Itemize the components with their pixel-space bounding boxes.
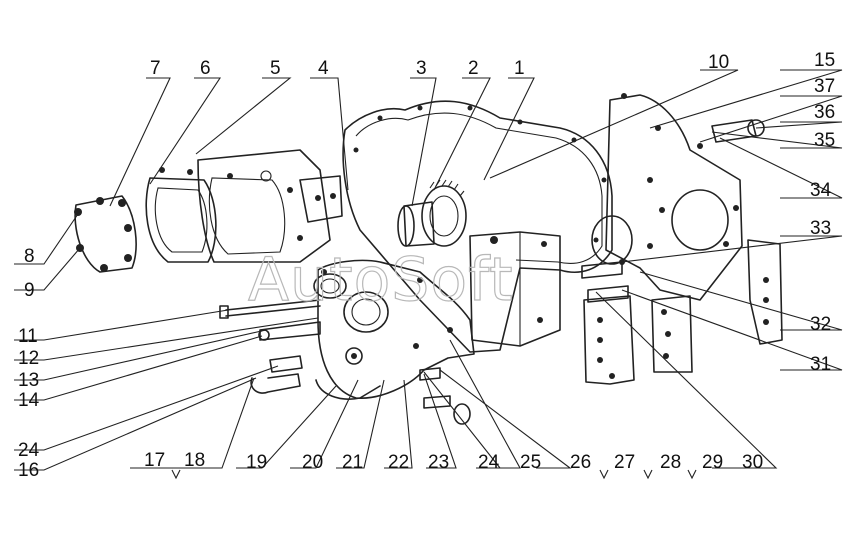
- idler-gear-2: [397, 179, 467, 247]
- callout-25: 25: [520, 452, 541, 473]
- watermark-text: AutoSoft: [248, 245, 514, 315]
- mounting-bracket-leg-mid: [651, 295, 693, 373]
- callout-18: 18: [184, 450, 205, 471]
- callout-7: 7: [150, 58, 161, 79]
- callout-37: 37: [814, 76, 835, 97]
- mounting-bracket-leg-left: [583, 295, 635, 385]
- callout-31: 31: [810, 354, 831, 375]
- callout-26: 26: [570, 452, 591, 473]
- callout-11: 11: [18, 326, 38, 347]
- front-plate-4: [342, 100, 613, 353]
- callout-1: 1: [514, 58, 525, 79]
- callout-32: 32: [810, 314, 831, 335]
- seal-ring-12: [313, 273, 347, 299]
- housing-5: [197, 149, 343, 263]
- callout-24b: 24: [478, 452, 500, 473]
- mounting-bracket-leg-right: [747, 239, 783, 345]
- bolts-right: [581, 259, 629, 303]
- callout-2: 2: [468, 58, 479, 79]
- callout-15: 15: [814, 50, 835, 71]
- callout-35: 35: [814, 130, 835, 151]
- front-cover-main: [315, 259, 475, 400]
- callout-4: 4: [318, 58, 329, 79]
- callout-19: 19: [246, 452, 267, 473]
- callout-30: 30: [742, 452, 763, 473]
- callout-10: 10: [708, 52, 729, 73]
- callout-22: 22: [388, 452, 409, 473]
- callout-34: 34: [810, 180, 832, 201]
- gasket-6: [145, 167, 217, 263]
- callout-33: 33: [810, 218, 831, 239]
- callout-17: 17: [144, 450, 165, 471]
- callout-28: 28: [660, 452, 681, 473]
- callout-29: 29: [702, 452, 723, 473]
- callout-27: 27: [614, 452, 635, 473]
- right-cover-plate-15: [591, 93, 743, 301]
- callout-23: 23: [428, 452, 449, 473]
- callout-8: 8: [24, 246, 35, 267]
- callout-12: 12: [18, 348, 39, 369]
- leader-lines: [14, 69, 843, 480]
- callout-14: 14: [18, 390, 40, 411]
- callout-5: 5: [270, 58, 281, 79]
- callout-13: 13: [18, 370, 39, 391]
- callout-9: 9: [24, 280, 35, 301]
- callout-20: 20: [302, 452, 323, 473]
- callout-21: 21: [342, 452, 363, 473]
- callout-3: 3: [416, 58, 427, 79]
- callout-6: 6: [200, 58, 211, 79]
- sensor-36: [711, 119, 765, 143]
- callout-24a: 24: [18, 440, 40, 461]
- callout-labels: 7 6 5 4 3 2 1 10 15 37 36 35 34 33 32 31…: [18, 50, 835, 481]
- callout-36: 36: [814, 102, 835, 123]
- cover-plate-7: [74, 195, 137, 273]
- callout-16: 16: [18, 460, 39, 481]
